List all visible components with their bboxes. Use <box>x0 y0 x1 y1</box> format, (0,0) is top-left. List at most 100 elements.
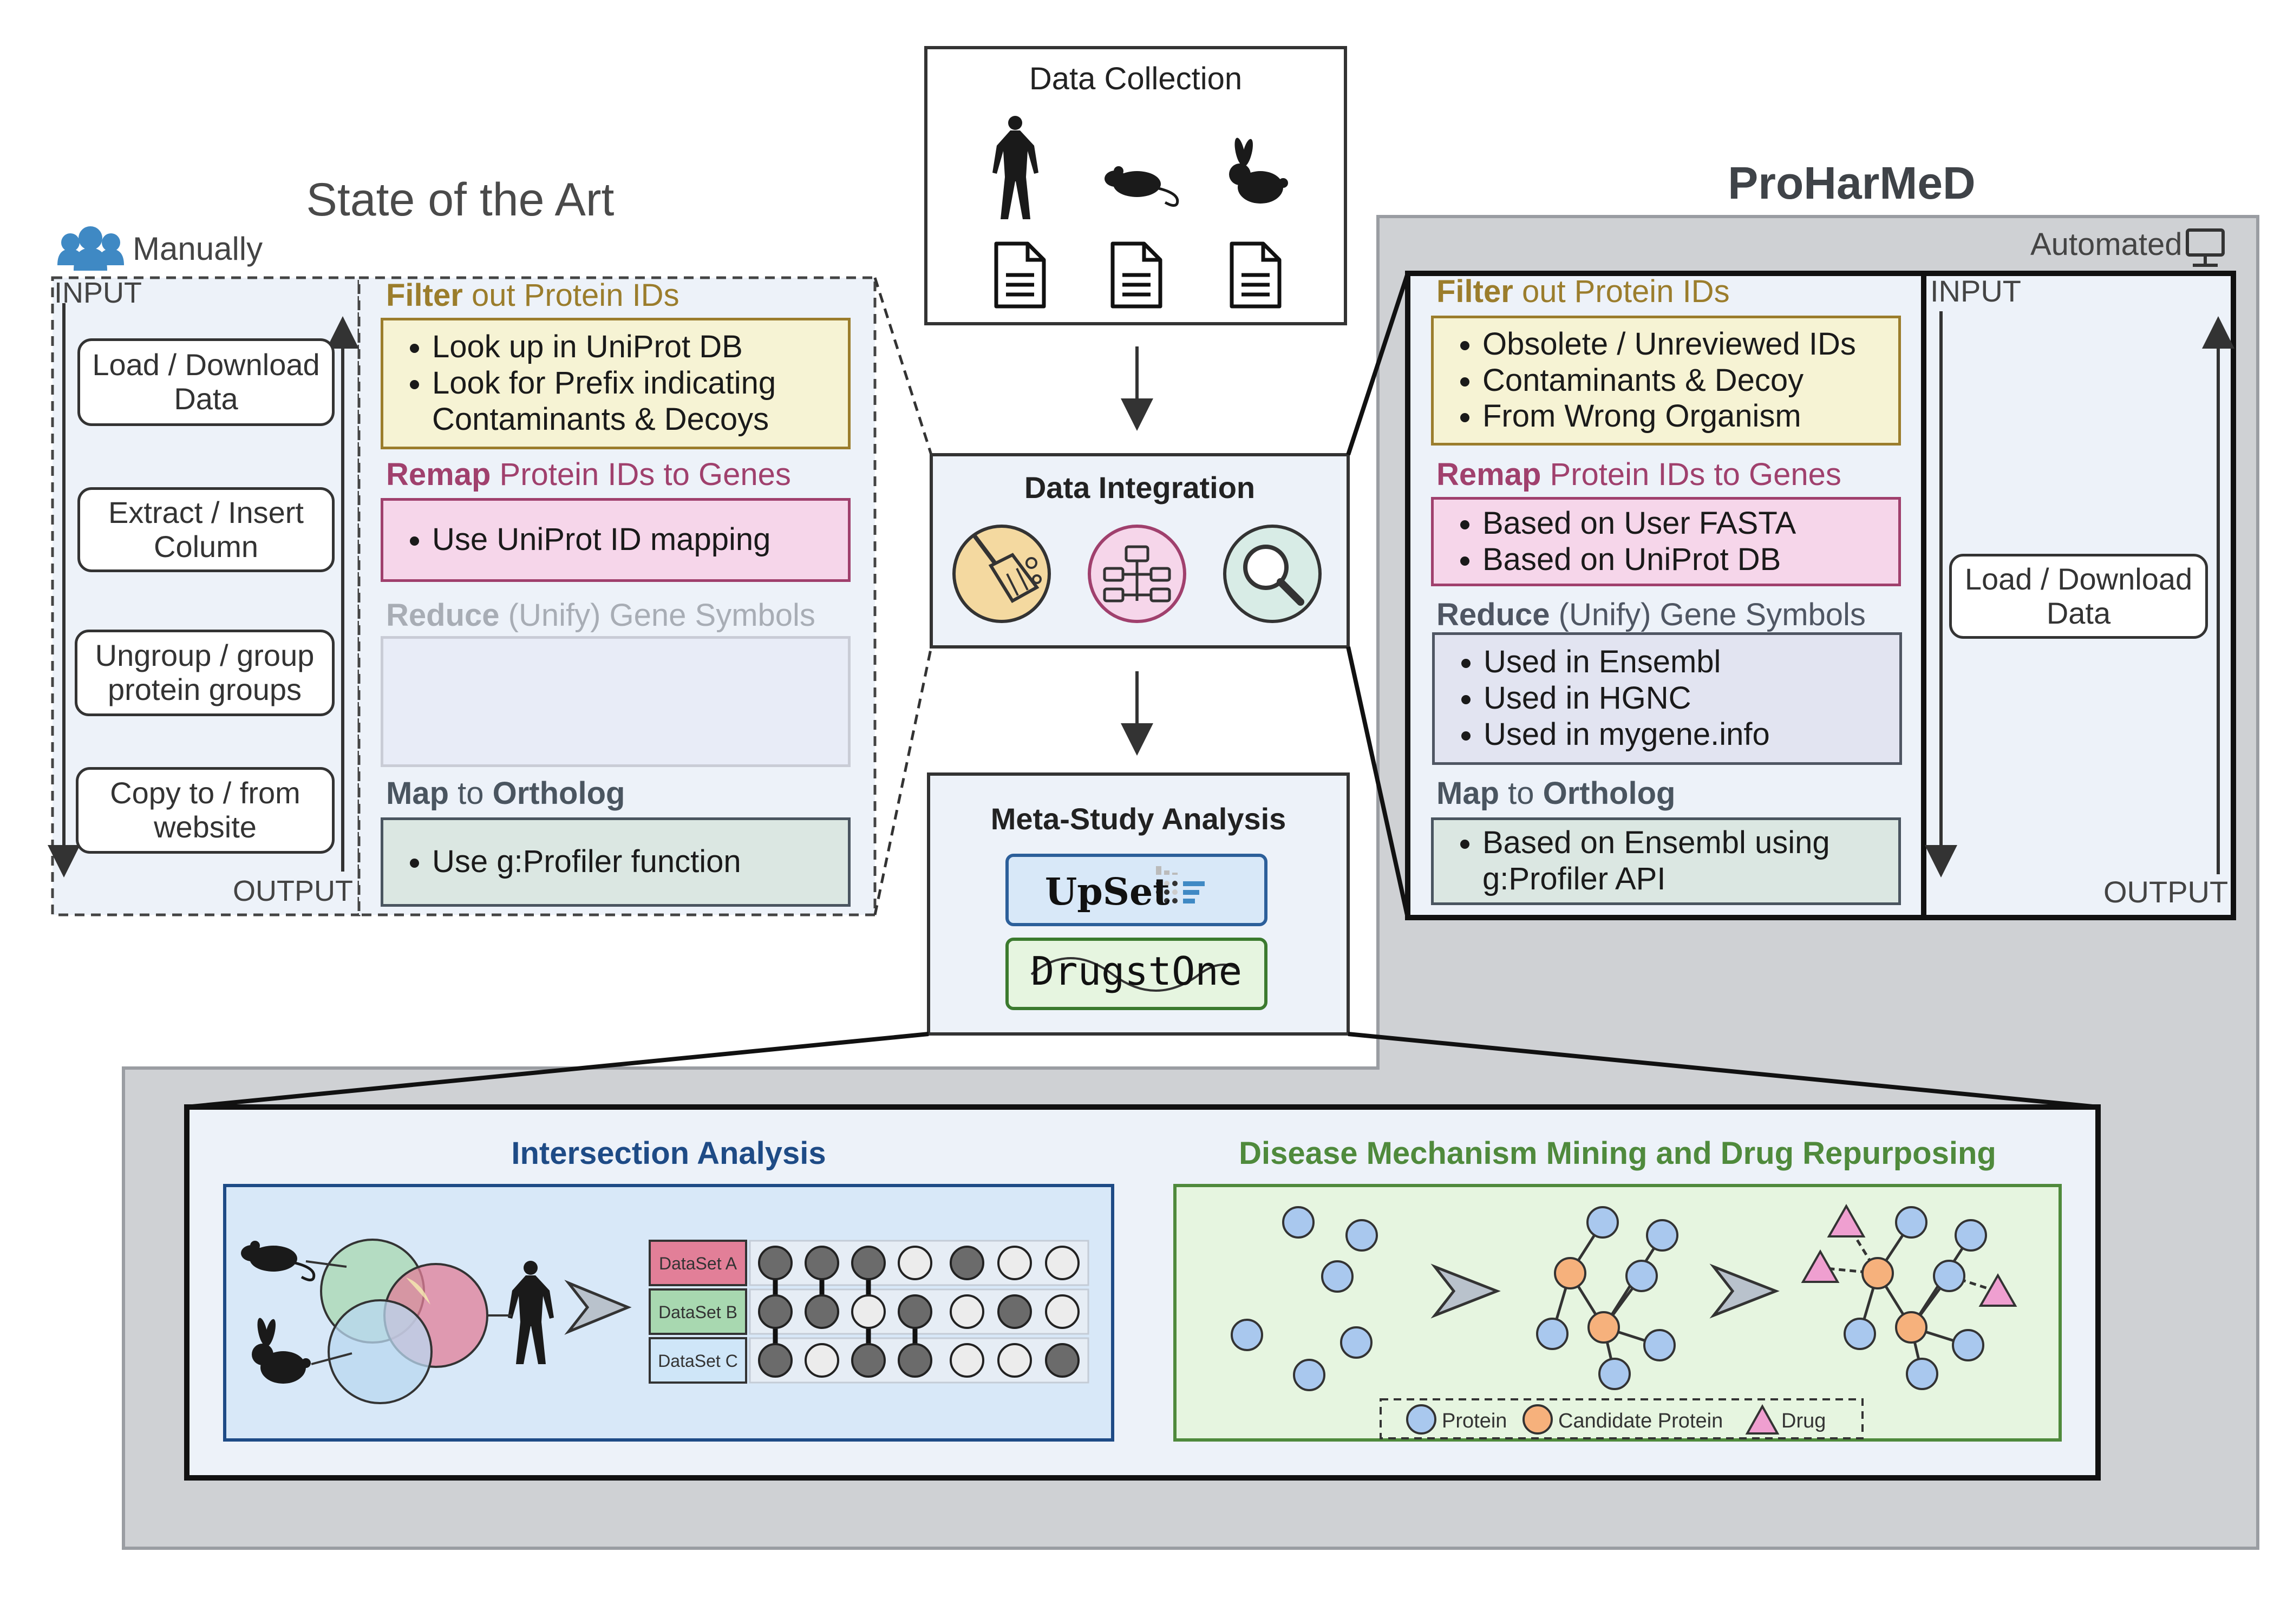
drugstone-logo-text[interactable]: DrugstOne <box>1030 948 1243 994</box>
dataset-name: DataSet B <box>658 1302 737 1322</box>
proharmed-reduce-heading: Reduce (Unify) Gene Symbols <box>1436 597 1866 632</box>
proharmed-remap-box: Based on User FASTA Based on UniProt DB <box>1431 497 1901 586</box>
protein-node <box>1536 1318 1569 1350</box>
proharmed-reduce-box: Used in Ensembl Used in HGNC Used in myg… <box>1432 632 1902 765</box>
proharmed-input-label: INPUT <box>1930 274 2021 308</box>
protein-node <box>1643 1329 1676 1361</box>
dataset-name: DataSet A <box>659 1254 737 1273</box>
upset-logo-box[interactable] <box>1005 854 1267 926</box>
proharmed-filter-item: From Wrong Organism <box>1482 398 1856 435</box>
upset-dot <box>898 1294 932 1329</box>
protein-node <box>1340 1326 1373 1359</box>
upset-dot <box>898 1246 932 1280</box>
upset-dot <box>758 1343 793 1378</box>
venn-diagram <box>320 1239 488 1404</box>
upset-dot <box>805 1343 839 1378</box>
proharmed-remap-heading: Remap Protein IDs to Genes <box>1436 457 1841 492</box>
proharmed-filter-item: Obsolete / Unreviewed IDs <box>1482 326 1856 363</box>
sota-remap-box: Use UniProt ID mapping <box>381 498 851 582</box>
upset-dot <box>950 1246 984 1280</box>
drug-node <box>1801 1249 1840 1283</box>
protein-node <box>1625 1260 1658 1292</box>
proharmed-output-label: OUTPUT <box>2103 875 2229 909</box>
sota-filter-item: Look up in UniProt DB <box>432 329 848 365</box>
sota-map-item: Use g:Profiler function <box>432 844 741 880</box>
upset-dot <box>997 1246 1032 1280</box>
proharmed-reduce-item: Used in Ensembl <box>1484 644 1770 680</box>
proharmed-remap-item: Based on User FASTA <box>1482 506 1796 542</box>
protein-node <box>1952 1329 1984 1361</box>
candidate-protein-node <box>1587 1311 1620 1344</box>
candidate-protein-node <box>1554 1257 1586 1289</box>
chevron-right-icon <box>564 1280 632 1335</box>
sota-filter-heading: Filter out Protein IDs <box>386 278 679 313</box>
drug-node <box>1827 1203 1866 1237</box>
proharmed-map-heading: Map to Ortholog <box>1436 776 1676 811</box>
upset-dot <box>997 1294 1032 1329</box>
proharmed-filter-item: Contaminants & Decoy <box>1482 363 1856 399</box>
sota-remap-item: Use UniProt ID mapping <box>432 522 770 558</box>
protein-node <box>1321 1260 1354 1293</box>
meta-study-title: Meta-Study Analysis <box>990 802 1286 836</box>
protein-node <box>1955 1219 1987 1252</box>
sota-filter-item: Look for Prefix indicating Contaminants … <box>432 365 848 437</box>
legend-candidate-label: Candidate Protein <box>1558 1410 1723 1432</box>
document-icon <box>1232 244 1279 306</box>
sota-reduce-box-empty <box>381 636 851 767</box>
dataset-name: DataSet C <box>658 1351 738 1371</box>
dataset-label-c <box>649 1337 747 1384</box>
upset-dot <box>851 1294 886 1329</box>
candidate-protein-node <box>1861 1257 1894 1289</box>
disease-mining-title: Disease Mechanism Mining and Drug Repurp… <box>1239 1136 1996 1171</box>
proharmed-filter-heading: Filter out Protein IDs <box>1436 274 1730 309</box>
upset-matrix-dots <box>758 1246 1080 1378</box>
protein-node <box>1293 1359 1325 1391</box>
upset-dot <box>1045 1294 1080 1329</box>
protein-node <box>1231 1319 1263 1351</box>
venn-connector <box>311 1352 352 1365</box>
upset-dot <box>851 1343 886 1378</box>
protein-legend-node <box>1406 1404 1436 1435</box>
dataset-label-a <box>649 1240 747 1286</box>
zoom-line-top-left <box>873 277 933 455</box>
step-ungroup: Ungroup / group protein groups <box>75 630 335 716</box>
proharmed-reduce-item: Used in mygene.info <box>1484 717 1770 753</box>
automated-label: Automated <box>2030 227 2182 262</box>
drugstone-logo-box[interactable] <box>1005 938 1267 1010</box>
upset-dot <box>1045 1246 1080 1280</box>
upset-dot <box>851 1246 886 1280</box>
document-icon <box>996 244 1044 306</box>
proharmed-load-download: Load / Download Data <box>1949 554 2208 639</box>
search-icon <box>1223 525 1322 623</box>
sota-filter-box: Look up in UniProt DB Look for Prefix in… <box>381 318 851 449</box>
proharmed-map-box: Based on Ensembl using g:Profiler API <box>1431 817 1901 905</box>
upset-dot <box>758 1294 793 1329</box>
upset-dot <box>1045 1343 1080 1378</box>
proharmed-remap-item: Based on UniProt DB <box>1482 542 1796 578</box>
candidate-legend-node <box>1522 1404 1553 1435</box>
network-legend <box>1380 1398 1864 1439</box>
upset-dot <box>898 1343 932 1378</box>
chevron-right-icon <box>1430 1263 1501 1319</box>
step-copy-website: Copy to / from website <box>76 767 335 854</box>
protein-node <box>1598 1358 1631 1390</box>
drugstone-wave-icon <box>1030 957 1238 992</box>
protein-node <box>1844 1318 1876 1350</box>
upset-dot <box>950 1294 984 1329</box>
step-load-download: Load / Download Data <box>77 338 335 426</box>
people-icon <box>57 226 124 271</box>
upset-logo-text[interactable]: UpSet <box>1045 870 1170 914</box>
sota-map-heading: Map to Ortholog <box>386 776 625 811</box>
legend-protein-label: Protein <box>1442 1410 1507 1432</box>
network-diagram <box>1231 1203 2017 1391</box>
manually-label: Manually <box>133 231 263 267</box>
upset-dot <box>758 1246 793 1280</box>
protein-node <box>1646 1219 1678 1252</box>
upset-dot <box>805 1294 839 1329</box>
sota-remap-heading: Remap Protein IDs to Genes <box>386 457 791 492</box>
upset-matrix-icon <box>1156 866 1205 903</box>
protein-node <box>1586 1206 1619 1239</box>
protein-node <box>1906 1358 1938 1390</box>
protein-node <box>1933 1260 1965 1292</box>
proharmed-filter-box: Obsolete / Unreviewed IDs Contaminants &… <box>1431 316 1901 446</box>
